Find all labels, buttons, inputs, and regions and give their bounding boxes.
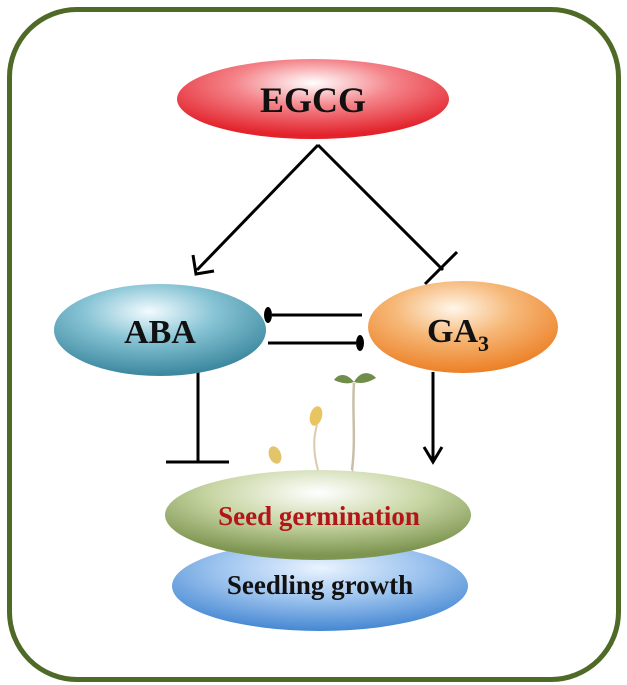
edge-ga3-inhibits-aba [264,307,362,323]
edge-ga3-promotes-germination [422,372,444,465]
edge-egcg-inhibits-ga3 [316,143,459,286]
node-egcg: EGCG [177,59,449,139]
seed-germination-label: Seed germination [218,501,420,531]
node-ga3: GA3 [368,281,558,373]
node-seed-germination: Seed germination [165,470,471,560]
seed-icon [268,446,282,464]
ga3-label: GA3 [427,313,489,356]
ga3-label-subscript: 3 [478,331,489,356]
node-seedling-growth: Seedling growth [172,541,468,631]
seedling-growth-label: Seedling growth [227,570,413,600]
node-aba: ABA [54,284,266,376]
edge-aba-inhibits-ga3 [268,335,364,351]
seedling-icon [334,373,376,481]
aba-label: ABA [124,314,196,351]
edge-egcg-to-aba [191,143,320,276]
ga3-label-main: GA [427,313,478,350]
edge-aba-inhibits-germination [166,372,229,464]
egcg-label: EGCG [260,80,366,120]
